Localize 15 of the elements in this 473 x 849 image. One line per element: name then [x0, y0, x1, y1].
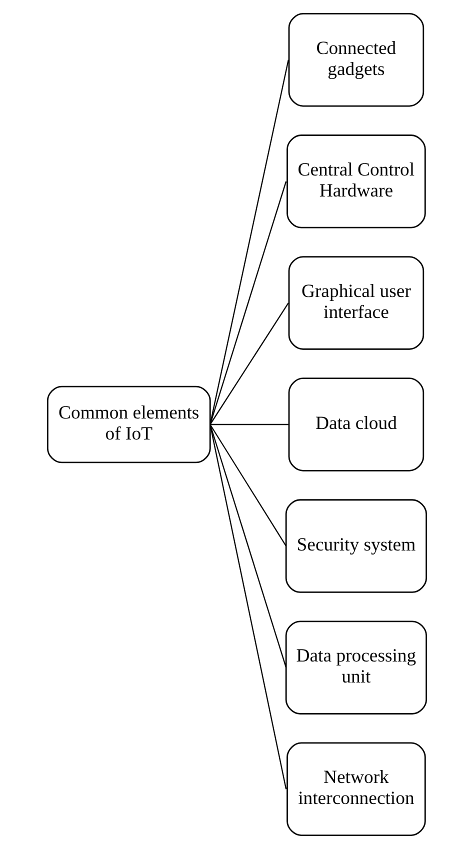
connector: [209, 424, 286, 790]
node-box: Connected gadgets: [288, 13, 424, 107]
node-box: Data processing unit: [284, 620, 427, 714]
node-box: Common elements of IoT: [46, 386, 210, 464]
node-box: Central Control Hardware: [286, 134, 426, 228]
connector: [209, 60, 288, 425]
node-box: Network interconnection: [286, 742, 426, 836]
connector: [210, 424, 288, 426]
node-box: Graphical user interface: [288, 256, 424, 350]
connector: [209, 424, 286, 668]
node-box: Data cloud: [288, 378, 424, 472]
connector: [209, 302, 288, 425]
connector: [209, 181, 286, 425]
node-box: Security system: [284, 499, 427, 593]
connector: [209, 424, 286, 546]
